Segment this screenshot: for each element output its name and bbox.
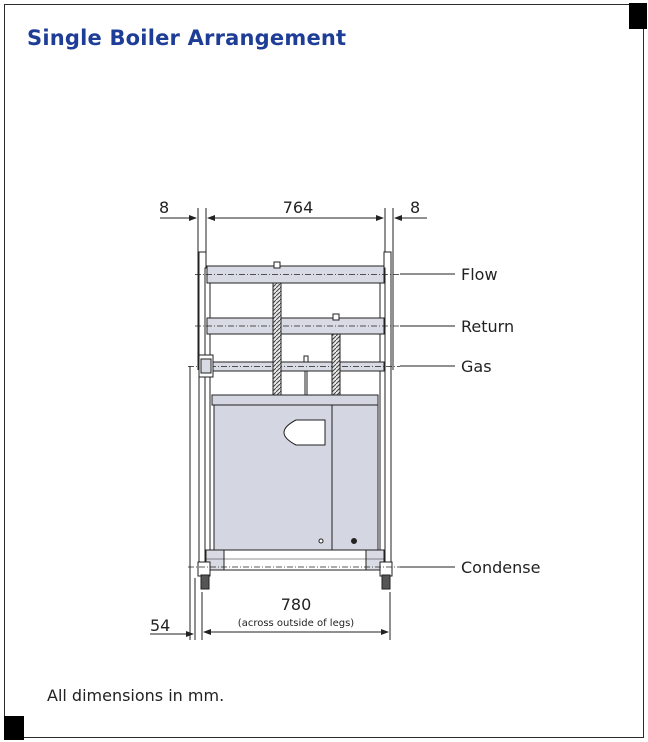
label-condense: Condense <box>461 558 540 577</box>
dimension-bottom-width: 780 <box>281 595 312 614</box>
bottom-dimension-lines <box>150 366 391 640</box>
dimensions-note: All dimensions in mm. <box>47 686 225 705</box>
corner-mark-top-right <box>629 3 647 29</box>
dimension-top-width: 764 <box>283 198 314 217</box>
return-header-pipe <box>195 317 455 335</box>
dimension-right-gap: 8 <box>410 198 420 217</box>
boiler-base <box>205 549 385 571</box>
frame-feet <box>188 561 455 590</box>
page-title: Single Boiler Arrangement <box>27 26 347 50</box>
dimension-leg-offset: 54 <box>150 616 170 635</box>
dimension-left-gap: 8 <box>159 198 169 217</box>
label-return: Return <box>461 317 514 336</box>
gas-header-pipe <box>188 354 455 378</box>
flow-header-pipe <box>195 265 455 284</box>
page-border <box>4 4 644 738</box>
label-flow: Flow <box>461 265 498 284</box>
boiler-unit <box>211 394 379 551</box>
dimension-bottom-note: (across outside of legs) <box>238 618 354 629</box>
corner-mark-bottom-left <box>4 716 24 740</box>
label-gas: Gas <box>461 357 492 376</box>
